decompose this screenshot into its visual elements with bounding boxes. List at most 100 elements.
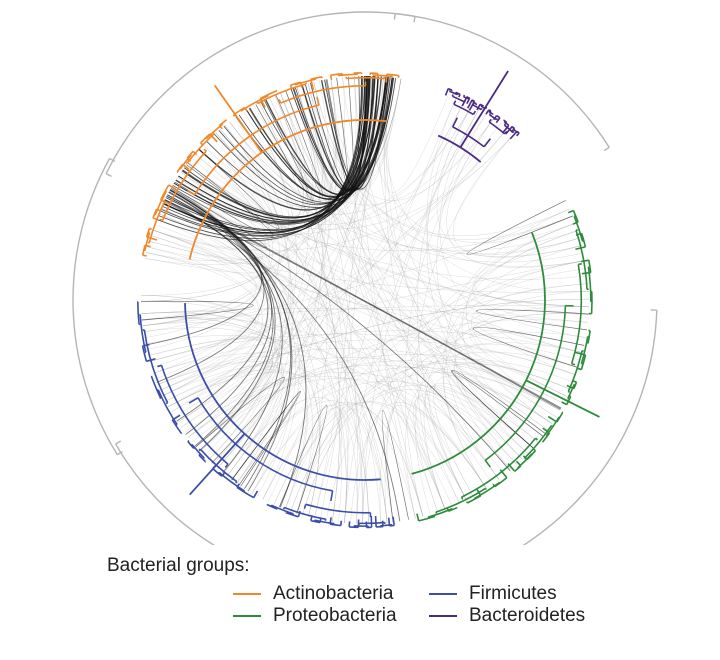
- tree-branch: [179, 154, 192, 170]
- outer-ring-segment: [395, 12, 610, 148]
- tree-branch: [483, 138, 491, 148]
- tree-branch: [212, 464, 217, 470]
- tree-branch: [330, 490, 334, 502]
- interaction-chord: [384, 77, 467, 500]
- tree-branch: [460, 496, 464, 500]
- tree-branch: [476, 103, 481, 111]
- interaction-chord: [142, 305, 589, 326]
- outer-group-ring: [72, 11, 658, 545]
- tree-branch: [374, 516, 377, 528]
- interaction-chord: [231, 390, 301, 486]
- interaction-chord: [168, 192, 342, 523]
- interaction-chord: [155, 128, 280, 380]
- tree-branch: [480, 107, 483, 111]
- tree-branch: [492, 483, 496, 488]
- interaction-chord: [177, 133, 515, 230]
- interaction-chord: [246, 76, 376, 198]
- interaction-chord: [279, 362, 571, 508]
- tree-branch: [485, 109, 490, 115]
- tree-branch: [484, 305, 567, 461]
- interaction-chord: [142, 140, 273, 326]
- outer-ring-tick: [393, 13, 396, 20]
- tree-branch: [416, 513, 420, 522]
- tree-branch: [461, 96, 468, 107]
- tree-branch: [218, 124, 223, 130]
- interaction-chord: [275, 90, 324, 197]
- tree-branch: [259, 98, 266, 108]
- tree-branch: [146, 357, 156, 363]
- interaction-chord: [466, 200, 573, 255]
- interaction-chord: [324, 78, 402, 190]
- interaction-chord: [199, 319, 588, 452]
- tree-branch: [489, 110, 492, 114]
- tree-branch: [204, 461, 206, 463]
- tree-branch: [446, 508, 450, 512]
- tree-branch: [466, 97, 471, 105]
- tree-branch: [505, 126, 513, 135]
- tree-branch: [385, 74, 388, 83]
- clade-proteobacteria: [411, 209, 600, 522]
- interaction-chord: [167, 372, 370, 525]
- interaction-chord: [314, 95, 458, 519]
- interaction-chord: [255, 99, 313, 202]
- interaction-chord: [152, 229, 568, 397]
- interaction-chord: [140, 86, 313, 302]
- tree-branch: [193, 104, 320, 196]
- tree-branch: [157, 364, 162, 368]
- interaction-chord: [164, 199, 274, 447]
- tree-branch: [156, 208, 160, 212]
- tree-branch: [566, 384, 575, 390]
- tree-branch: [503, 119, 508, 123]
- tree-branch: [218, 471, 245, 492]
- outer-ring-segment: [72, 158, 118, 456]
- interaction-chord: [436, 112, 539, 443]
- interaction-chord: [180, 172, 534, 449]
- interaction-chord: [157, 339, 577, 385]
- tree-branch: [458, 94, 461, 98]
- interaction-chord: [184, 372, 523, 460]
- tree-branch: [466, 501, 469, 504]
- tree-branch: [143, 232, 151, 252]
- tree-branch: [198, 448, 201, 451]
- interaction-chord: [141, 317, 321, 517]
- legend-swatch-firmicutes: [429, 593, 457, 595]
- tree-branch: [514, 465, 522, 472]
- interaction-chord: [156, 218, 276, 461]
- tree-branch: [171, 419, 182, 434]
- interaction-chord: [404, 117, 495, 517]
- interaction-chord: [150, 235, 561, 411]
- tree-trunk: [525, 379, 600, 418]
- interaction-chord: [269, 97, 363, 525]
- tree-branch: [499, 469, 508, 479]
- interaction-chord: [165, 369, 347, 524]
- interaction-chord: [381, 410, 409, 523]
- interaction-chord: [141, 312, 453, 507]
- tree-branch: [387, 517, 391, 527]
- interaction-chord: [476, 309, 589, 331]
- tree-branch: [235, 481, 238, 484]
- clade-firmicutes: [137, 300, 395, 529]
- interaction-chord: [279, 92, 328, 514]
- tree-branch: [573, 381, 578, 389]
- tree-branch: [524, 457, 526, 460]
- tree-branch: [567, 390, 571, 393]
- tree-branch: [188, 119, 388, 260]
- interaction-chord: [385, 77, 512, 470]
- interaction-chord: [150, 235, 370, 525]
- tree-branch: [184, 303, 381, 481]
- interaction-chord: [302, 389, 529, 516]
- tree-branch: [187, 439, 190, 443]
- interaction-chord: [414, 396, 500, 510]
- interaction-chord: [170, 187, 292, 490]
- interaction-chord: [248, 108, 488, 206]
- tree-branch: [507, 463, 516, 472]
- interaction-chord: [186, 149, 280, 229]
- tree-branch: [159, 184, 170, 201]
- interaction-chord: [199, 103, 473, 215]
- outer-ring-tick: [115, 440, 122, 445]
- tree-branch: [532, 448, 536, 452]
- interaction-chord: [302, 84, 358, 524]
- tree-branch: [509, 130, 518, 140]
- interaction-chord: [307, 83, 570, 237]
- tree-branch: [495, 117, 501, 124]
